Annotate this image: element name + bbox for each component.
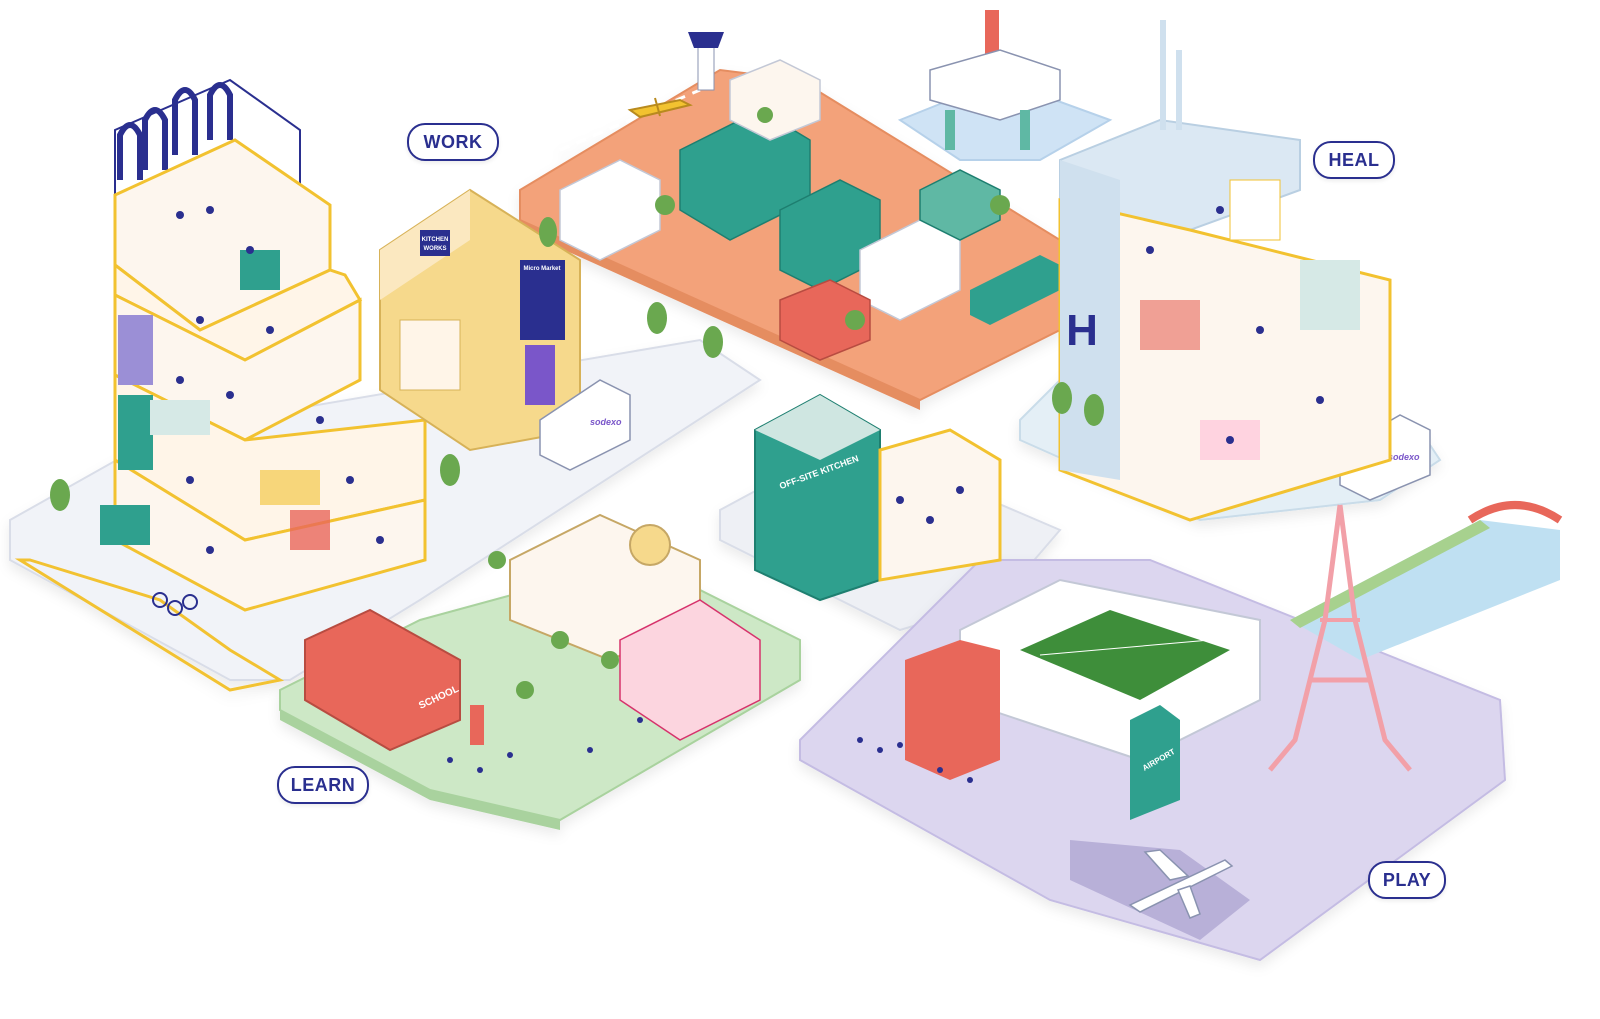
kitchen-works-sign-line1: KITCHEN bbox=[422, 237, 449, 243]
truck-brand-heal: sodexo bbox=[1388, 452, 1420, 462]
trees bbox=[50, 217, 1104, 511]
hospital-building: H bbox=[1058, 20, 1392, 522]
zone-label-work-text: WORK bbox=[423, 131, 483, 152]
oil-rig bbox=[929, 10, 1061, 150]
zone-label-heal[interactable]: HEAL bbox=[1313, 141, 1395, 179]
zone-label-play[interactable]: PLAY bbox=[1368, 861, 1446, 899]
micro-market-sign: Micro Market bbox=[523, 266, 560, 272]
hospital-sign: H bbox=[1066, 306, 1098, 355]
school-buildings: SCHOOL bbox=[304, 513, 761, 773]
delivery-truck-work: sodexo bbox=[539, 379, 631, 471]
stadium: AIRPORT bbox=[857, 578, 1261, 820]
campus-buildings bbox=[559, 32, 1060, 361]
zone-label-learn-text: LEARN bbox=[290, 774, 356, 795]
kitchen-works-building: KITCHEN WORKS Micro Market bbox=[379, 188, 581, 452]
airplane bbox=[1128, 849, 1234, 919]
zone-label-learn[interactable]: LEARN bbox=[277, 766, 369, 804]
off-site-kitchen-building: OFF-SITE KITCHEN bbox=[754, 393, 1002, 602]
eiffel-tower bbox=[1268, 504, 1412, 772]
truck-brand-work: sodexo bbox=[590, 417, 622, 427]
office-tower bbox=[100, 78, 427, 616]
zone-label-play-text: PLAY bbox=[1382, 869, 1432, 890]
kitchen-works-sign-line2: WORKS bbox=[424, 246, 447, 252]
zone-label-work[interactable]: WORK bbox=[407, 123, 499, 161]
zone-label-heal-text: HEAL bbox=[1328, 149, 1380, 170]
